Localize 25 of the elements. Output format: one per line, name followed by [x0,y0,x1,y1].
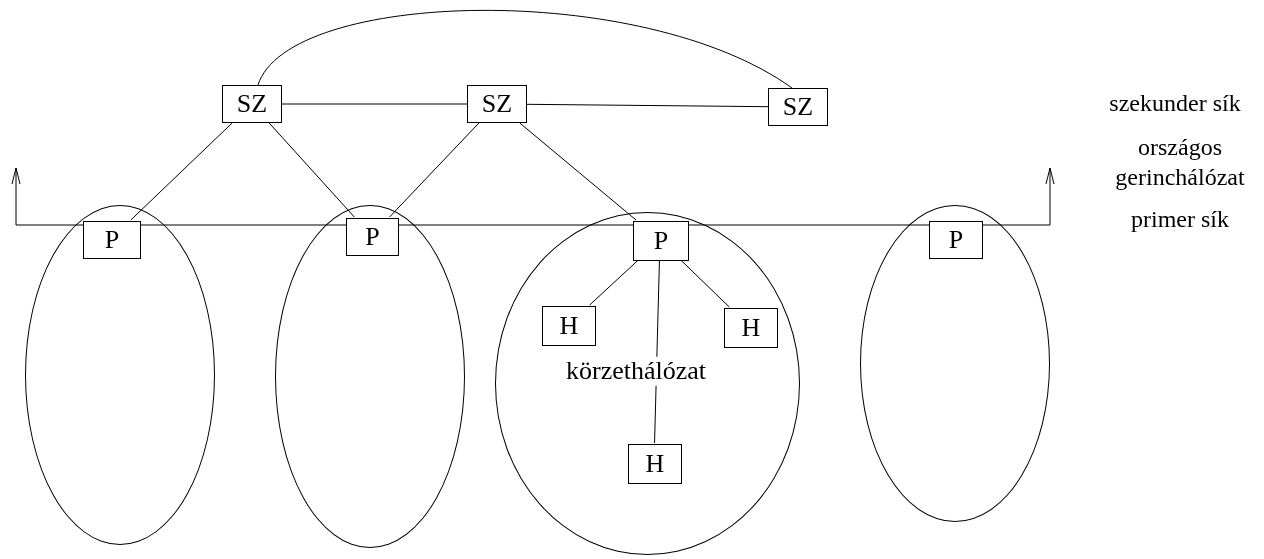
link-line [526,103,769,108]
network-area-ellipse [495,212,800,555]
station-box: H [628,444,682,484]
area-label: körzethálózat [566,356,706,386]
link-line [654,259,660,444]
station-box: P [346,218,399,256]
curved-link-line [257,9,793,89]
link-line [268,122,355,218]
station-box: P [83,221,141,259]
plane-label: primer sík [1130,205,1230,234]
station-box: H [542,306,596,346]
plane-label: országos gerinchálózat [1114,133,1246,192]
plane-label: szekunder sík [1108,89,1242,118]
link-line [589,259,639,306]
station-box: P [633,221,689,261]
station-box: SZ [768,88,828,126]
link-line [519,122,637,221]
station-box: SZ [467,85,527,123]
station-box: H [724,308,778,348]
link-line [130,122,233,221]
link-line [680,259,730,308]
station-box: P [929,221,983,259]
link-line [389,122,480,218]
link-line [281,103,468,105]
station-box: SZ [222,85,282,123]
